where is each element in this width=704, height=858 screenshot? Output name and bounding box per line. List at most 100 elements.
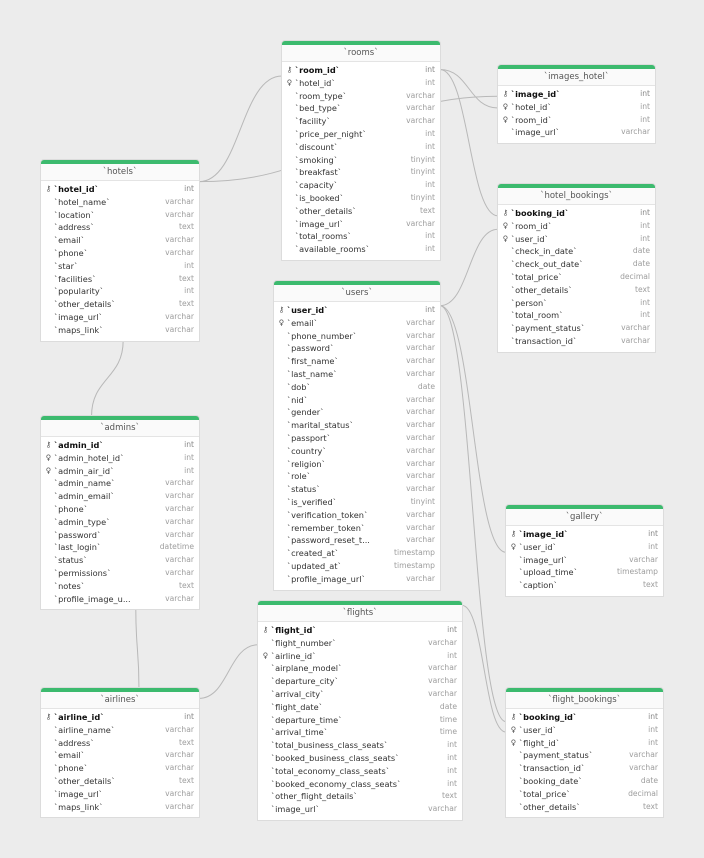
field-row[interactable]: `popularity`int (41, 285, 199, 298)
relation-admins-airlines[interactable] (135, 609, 140, 689)
field-row[interactable]: ⚷`image_id`int (498, 88, 655, 101)
field-row[interactable]: ♀`email`varchar (274, 317, 440, 330)
field-row[interactable]: ♀`admin_air_id`int (41, 465, 199, 478)
field-row[interactable]: `first_name`varchar (274, 355, 440, 368)
field-row[interactable]: `status`varchar (274, 483, 440, 496)
field-row[interactable]: `password`varchar (41, 529, 199, 542)
field-row[interactable]: `flight_number`varchar (258, 637, 462, 650)
field-row[interactable]: ⚷`image_id`int (506, 528, 663, 541)
field-row[interactable]: `facilities`text (41, 273, 199, 286)
field-row[interactable]: `airplane_model`varchar (258, 662, 462, 675)
field-row[interactable]: ⚷`hotel_id`int (41, 183, 199, 196)
field-row[interactable]: ⚷`flight_id`int (258, 624, 462, 637)
field-row[interactable]: `payment_status`varchar (498, 322, 655, 335)
table-admins[interactable]: `admins`⚷`admin_id`int♀`admin_hotel_id`i… (41, 416, 199, 610)
table-gallery[interactable]: `gallery`⚷`image_id`int♀`user_id`int`ima… (506, 505, 663, 596)
field-row[interactable]: `email`varchar (41, 234, 199, 247)
field-row[interactable]: `booking_date`date (506, 775, 663, 788)
field-row[interactable]: `arrival_time`time (258, 726, 462, 739)
field-row[interactable]: `updated_at`timestamp (274, 560, 440, 573)
field-row[interactable]: `other_details`text (506, 801, 663, 814)
field-row[interactable]: `profile_image_url`varchar (274, 573, 440, 586)
relation-hotels-admins[interactable] (91, 340, 124, 417)
field-row[interactable]: ♀`hotel_id`int (282, 77, 440, 90)
field-row[interactable]: `total_rooms`int (282, 230, 440, 243)
field-row[interactable]: `verification_token`varchar (274, 509, 440, 522)
field-row[interactable]: ⚷`booking_id`int (498, 207, 655, 220)
field-row[interactable]: `maps_link`varchar (41, 801, 199, 814)
field-row[interactable]: `available_rooms`int (282, 243, 440, 256)
field-row[interactable]: `other_details`text (282, 205, 440, 218)
field-row[interactable]: `bed_type`varchar (282, 102, 440, 115)
field-row[interactable]: `room_type`varchar (282, 90, 440, 103)
field-row[interactable]: `created_at`timestamp (274, 547, 440, 560)
relation-airlines-flights[interactable] (198, 644, 259, 699)
relation-users-hotel_bookings[interactable] (439, 228, 499, 307)
field-row[interactable]: `hotel_name`varchar (41, 196, 199, 209)
relation-users-gallery[interactable] (439, 305, 507, 553)
field-row[interactable]: `password`varchar (274, 342, 440, 355)
relation-rooms-hotel_bookings[interactable] (439, 68, 499, 217)
field-row[interactable]: `notes`text (41, 580, 199, 593)
field-row[interactable]: `phone`varchar (41, 247, 199, 260)
field-row[interactable]: `remember_token`varchar (274, 522, 440, 535)
field-row[interactable]: `marital_status`varchar (274, 419, 440, 432)
field-row[interactable]: `payment_status`varchar (506, 749, 663, 762)
field-row[interactable]: `caption`text (506, 579, 663, 592)
field-row[interactable]: `maps_link`varchar (41, 324, 199, 337)
field-row[interactable]: `country`varchar (274, 445, 440, 458)
field-row[interactable]: ⚷`booking_id`int (506, 711, 663, 724)
field-row[interactable]: `last_login`datetime (41, 541, 199, 554)
field-row[interactable]: ♀`airline_id`int (258, 650, 462, 663)
field-row[interactable]: ⚷`airline_id`int (41, 711, 199, 724)
field-row[interactable]: `image_url`varchar (41, 788, 199, 801)
field-row[interactable]: `admin_type`varchar (41, 516, 199, 529)
table-rooms[interactable]: `rooms`⚷`room_id`int♀`hotel_id`int`room_… (282, 41, 440, 260)
field-row[interactable]: `religion`varchar (274, 458, 440, 471)
field-row[interactable]: `status`varchar (41, 554, 199, 567)
field-row[interactable]: ♀`admin_hotel_id`int (41, 452, 199, 465)
field-row[interactable]: `is_verified`tinyint (274, 496, 440, 509)
field-row[interactable]: ♀`user_id`int (506, 541, 663, 554)
field-row[interactable]: `address`text (41, 737, 199, 750)
field-row[interactable]: ⚷`room_id`int (282, 64, 440, 77)
field-row[interactable]: `role`varchar (274, 470, 440, 483)
field-row[interactable]: ♀`user_id`int (498, 233, 655, 246)
field-row[interactable]: `password_reset_t...varchar (274, 534, 440, 547)
field-row[interactable]: ⚷`user_id`int (274, 304, 440, 317)
table-flight-bookings[interactable]: `flight_bookings`⚷`booking_id`int♀`user_… (506, 688, 663, 818)
table-users[interactable]: `users`⚷`user_id`int♀`email`varchar`phon… (274, 281, 440, 590)
field-row[interactable]: `admin_email`varchar (41, 490, 199, 503)
field-row[interactable]: `phone`varchar (41, 503, 199, 516)
field-row[interactable]: `check_out_date`date (498, 258, 655, 271)
field-row[interactable]: `other_details`text (41, 775, 199, 788)
relation-rooms-images_hotel[interactable] (439, 68, 499, 109)
field-row[interactable]: `arrival_city`varchar (258, 688, 462, 701)
field-row[interactable]: `transaction_id`varchar (506, 762, 663, 775)
field-row[interactable]: `dob`date (274, 381, 440, 394)
table-hotel-bookings[interactable]: `hotel_bookings`⚷`booking_id`int♀`room_i… (498, 184, 655, 352)
field-row[interactable]: `gender`varchar (274, 406, 440, 419)
field-row[interactable]: `check_in_date`date (498, 245, 655, 258)
field-row[interactable]: `address`text (41, 221, 199, 234)
field-row[interactable]: `departure_time`time (258, 714, 462, 727)
field-row[interactable]: `airline_name`varchar (41, 724, 199, 737)
field-row[interactable]: `booked_economy_class_seats`int (258, 778, 462, 791)
field-row[interactable]: `phone_number`varchar (274, 330, 440, 343)
field-row[interactable]: `smoking`tinyint (282, 154, 440, 167)
field-row[interactable]: `total_price`decimal (506, 788, 663, 801)
field-row[interactable]: ♀`room_id`int (498, 220, 655, 233)
field-row[interactable]: `email`varchar (41, 749, 199, 762)
field-row[interactable]: ♀`hotel_id`int (498, 101, 655, 114)
field-row[interactable]: `phone`varchar (41, 762, 199, 775)
field-row[interactable]: `location`varchar (41, 209, 199, 222)
field-row[interactable]: `price_per_night`int (282, 128, 440, 141)
field-row[interactable]: `profile_image_u...varchar (41, 593, 199, 606)
field-row[interactable]: `total_business_class_seats`int (258, 739, 462, 752)
field-row[interactable]: `breakfast`tinyint (282, 166, 440, 179)
table-hotels[interactable]: `hotels`⚷`hotel_id`int`hotel_name`varcha… (41, 160, 199, 341)
field-row[interactable]: `upload_time`timestamp (506, 566, 663, 579)
field-row[interactable]: `image_url`varchar (506, 554, 663, 567)
field-row[interactable]: `flight_date`date (258, 701, 462, 714)
